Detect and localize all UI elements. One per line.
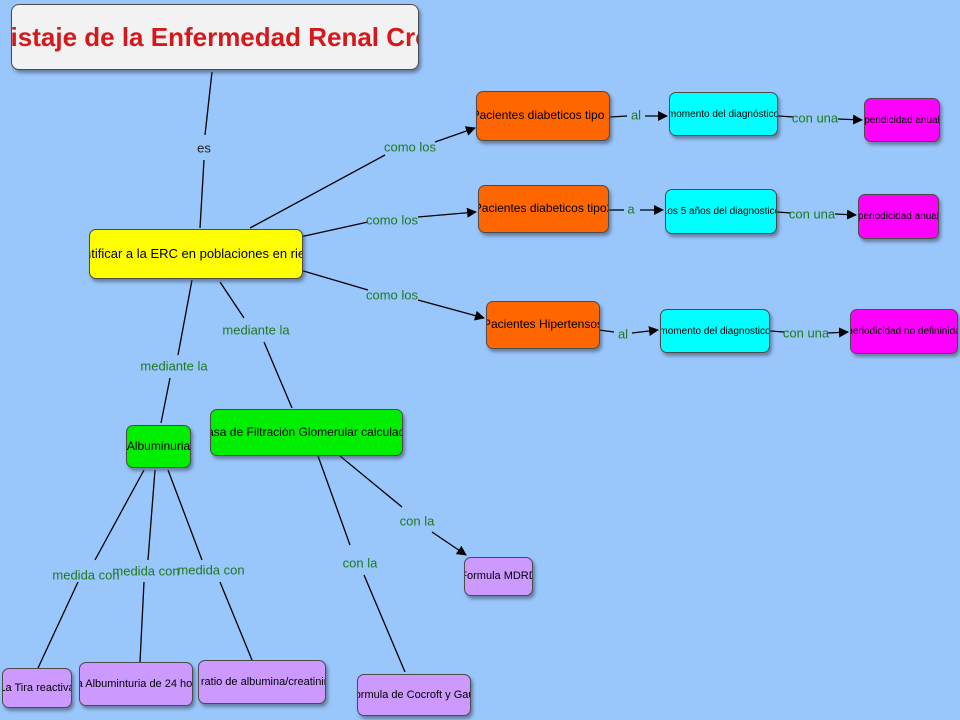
- line-tfg-to-con-la-2: [317, 455, 351, 546]
- node-momento-diagnostico-hta-label: momento del diagnostico: [660, 325, 770, 337]
- arrow-como-los-2-to-dm2: [417, 207, 477, 218]
- node-diabeticos-tipo-1[interactable]: Pacientes diabeticos tipo 1: [476, 91, 610, 141]
- link-label-a-2: a: [627, 201, 635, 217]
- arrow-con-una-to-dm1-freq: [837, 114, 863, 125]
- line-albuminuria-to-medida-1: [94, 469, 145, 561]
- node-albuminuria-24-horas-label: La Albuminturia de 24 hors: [80, 677, 193, 690]
- node-diabeticos-tipo-1-label: Pacientes diabeticos tipo 1: [476, 108, 610, 123]
- link-label-como-los-1: como los: [383, 139, 437, 155]
- line-main-to-como-los-3: [299, 269, 369, 291]
- node-hipertensos-label: Pacientes Hipertensos: [486, 317, 600, 332]
- line-dm2-when-to-con-una: [776, 211, 792, 214]
- link-label-medida-con-3: medida con: [177, 562, 245, 578]
- line-medida-3-to-ratio: [219, 581, 253, 661]
- node-momento-diagnostico-dm1-label: momento del diagnóstico: [669, 108, 778, 120]
- link-label-medida-con-2: medida con: [112, 563, 180, 579]
- line-es-to-main: [199, 159, 205, 229]
- line-con-la-2-to-cockcroft: [363, 574, 406, 673]
- arrow-como-los-1-to-dm1: [434, 126, 476, 143]
- node-diabeticos-tipo-2[interactable]: Pacientes diabeticos tipo2: [478, 185, 609, 233]
- node-momento-diagnostico-dm1[interactable]: momento del diagnóstico: [669, 92, 778, 136]
- node-ratio-albumina-creatinina-label: El ratio de albumina/creatinina: [199, 675, 325, 688]
- node-formula-mdrd[interactable]: Formula MDRD: [464, 557, 533, 596]
- link-label-mediante-la-1: mediante la: [140, 358, 208, 374]
- link-label-al-3: al: [617, 326, 629, 342]
- line-mediante-la-2-to-tfg: [263, 341, 293, 409]
- node-ratio-albumina-creatinina[interactable]: El ratio de albumina/creatinina: [198, 660, 326, 704]
- link-label-con-la-2: con la: [342, 555, 378, 571]
- map-title-text: Despistaje de la Enfermedad Renal Cronic…: [11, 21, 418, 52]
- link-label-mediante-la-2: mediante la: [222, 322, 290, 338]
- node-formula-mdrd-label: Formula MDRD: [464, 570, 533, 583]
- arrow-con-una-to-hta-freq: [827, 327, 849, 338]
- link-label-con-la-1: con la: [399, 513, 435, 529]
- line-mediante-la-1-to-albuminuria: [160, 377, 171, 424]
- node-cinco-anos-diagnostico-label: Los 5 años del diagnostico: [665, 206, 777, 217]
- link-label-con-una-3: con una: [782, 325, 830, 341]
- node-formula-cockcroft-gault-label: Formula de Cocroft y Gault: [358, 688, 470, 701]
- node-hipertensos[interactable]: Pacientes Hipertensos: [486, 301, 600, 349]
- node-cinco-anos-diagnostico[interactable]: Los 5 años del diagnostico: [665, 189, 777, 234]
- line-main-to-mediante-la-2: [219, 281, 245, 319]
- node-tira-reactiva-label: La Tira reactiva: [2, 681, 72, 694]
- link-label-medida-con-1: medida con: [52, 567, 120, 583]
- node-periodicidad-hta-label: periodicidad no defininida: [850, 326, 958, 337]
- line-title-to-es: [204, 71, 213, 136]
- line-tfg-to-con-la-1: [339, 455, 403, 508]
- node-periodicidad-hta[interactable]: periodicidad no defininida: [850, 309, 958, 354]
- line-dm1-when-to-con-una: [777, 115, 795, 118]
- node-periodicidad-dm1[interactable]: peridicidad anual: [864, 98, 940, 142]
- line-dm1-to-al: [609, 115, 628, 118]
- line-hta-to-al: [598, 329, 615, 333]
- line-albuminuria-to-medida-3: [167, 469, 203, 561]
- node-periodicidad-dm2-label: periodicidad anual: [858, 211, 939, 222]
- map-title: Despistaje de la Enfermedad Renal Cronic…: [11, 4, 419, 70]
- arrow-como-los-3-to-hta: [417, 299, 485, 321]
- node-albuminuria-label: Albuminuria: [126, 438, 191, 453]
- link-label-como-los-2: como los: [365, 212, 419, 228]
- arrow-con-la-1-to-mdrd: [431, 531, 467, 556]
- link-label-con-una-1: con una: [791, 110, 839, 126]
- line-main-to-mediante-la-1: [177, 279, 193, 356]
- node-momento-diagnostico-hta[interactable]: momento del diagnostico: [660, 309, 770, 353]
- link-label-al-1: al: [630, 107, 642, 123]
- arrow-al-to-hta-when: [631, 326, 659, 336]
- node-periodicidad-dm2[interactable]: periodicidad anual: [858, 194, 939, 239]
- node-periodicidad-dm1-label: peridicidad anual: [864, 114, 940, 126]
- line-main-to-como-los-2: [299, 221, 369, 238]
- link-label-como-los-3: como los: [365, 287, 419, 303]
- node-main-concept[interactable]: Identificar a la ERC en poblaciones en r…: [89, 229, 303, 279]
- arrow-con-una-to-dm2-freq: [834, 209, 857, 220]
- link-label-con-una-2: con una: [788, 206, 836, 222]
- node-formula-cockcroft-gault[interactable]: Formula de Cocroft y Gault: [357, 674, 471, 716]
- line-hta-when-to-con-una: [769, 330, 785, 333]
- node-albuminuria-24-horas[interactable]: La Albuminturia de 24 hors: [79, 662, 193, 706]
- node-main-concept-label: Identificar a la ERC en poblaciones en r…: [90, 245, 302, 261]
- link-label-es: es: [197, 140, 211, 156]
- line-albuminuria-to-medida-2: [147, 469, 156, 561]
- node-albuminuria[interactable]: Albuminuria: [126, 425, 191, 468]
- line-main-to-como-los-1: [249, 154, 386, 229]
- node-tira-reactiva[interactable]: La Tira reactiva: [2, 668, 72, 708]
- node-diabeticos-tipo-2-label: Pacientes diabeticos tipo2: [478, 201, 609, 216]
- line-medida-2-to-alb24: [139, 581, 145, 663]
- node-tasa-filtracion[interactable]: Tasa de Filtración Glomerular calculada: [210, 409, 403, 456]
- node-tasa-filtracion-label: Tasa de Filtración Glomerular calculada: [210, 424, 403, 439]
- line-medida-1-to-tira: [37, 581, 79, 669]
